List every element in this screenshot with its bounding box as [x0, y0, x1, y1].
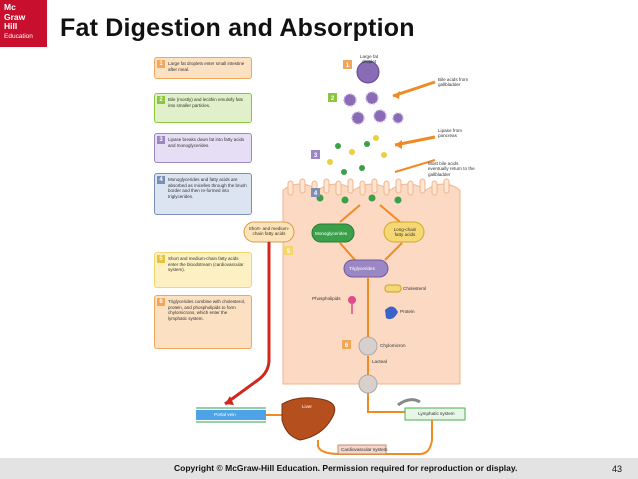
- label-liver: Liver: [302, 404, 312, 409]
- label-chylomicron: Chylomicron: [380, 343, 406, 348]
- marker-3: [311, 150, 320, 159]
- step-text: Monoglycerides and fatty acids are absor…: [168, 177, 247, 199]
- cholesterol-shape: [384, 284, 402, 293]
- step-box-5: 5 Short and medium-chain fatty acids ent…: [154, 252, 252, 288]
- label-lacteal: Lacteal: [372, 359, 387, 364]
- svg-text:6: 6: [345, 343, 349, 349]
- lacteal-sphere: [358, 374, 378, 394]
- step-text: Lipase breaks down fat into fatty acids …: [168, 137, 245, 148]
- marker-4: [311, 188, 320, 197]
- label-protein: Protein: [400, 309, 415, 314]
- step-number: 4: [157, 176, 165, 184]
- label-short-medium: Short- and medium-chain fatty acids: [248, 226, 290, 237]
- svg-text:2: 2: [331, 96, 335, 102]
- step-number: 3: [157, 136, 165, 144]
- logo-line-4: Education: [4, 32, 33, 40]
- label-cardiovascular-system: Cardiovascular system: [341, 447, 388, 452]
- label-phospholipids: Phospholipids: [312, 296, 341, 301]
- marker-5: [284, 246, 293, 255]
- step-number: 6: [157, 298, 165, 306]
- svg-text:5: 5: [287, 249, 291, 255]
- flow-arrows: [339, 204, 405, 413]
- page-number: 43: [612, 464, 623, 474]
- marker-6: [342, 340, 351, 349]
- label-most-bile-acids: Most bile acids eventually return to the…: [428, 161, 475, 177]
- long-chain-pill: [383, 221, 425, 243]
- triglycerides-pill: [343, 259, 389, 278]
- step-box-1: 1 Large fat droplets enter small intesti…: [154, 57, 252, 79]
- protein-shape: [385, 306, 398, 320]
- label-cholesterol: Cholesterol: [403, 286, 427, 291]
- portal-vein-bar: [196, 410, 266, 420]
- label-triglycerides: Triglycerides: [349, 266, 375, 271]
- label-lipase: Lipase from pancreas: [438, 128, 463, 139]
- label-large-fat-droplet: Large fat droplet: [359, 54, 379, 65]
- monoglycerides-pill: [311, 223, 355, 243]
- step-number: 2: [157, 96, 165, 104]
- brush-border: [287, 178, 450, 196]
- fat-digestion-diagram: 1 2 3 4 5 6: [196, 60, 466, 455]
- logo-line-2: Graw: [4, 11, 26, 22]
- mcgraw-hill-logo: Mc Graw Hill Education: [0, 0, 47, 47]
- marker-1: [343, 60, 352, 69]
- svg-text:4: 4: [314, 191, 318, 197]
- step-box-4: 4 Monoglycerides and fatty acids are abs…: [154, 173, 252, 215]
- step-number: 1: [157, 60, 165, 68]
- blood-pathway: [224, 242, 271, 406]
- bile-arrow: [392, 80, 436, 98]
- logo-line-1: Mc: [4, 2, 16, 12]
- label-long-chain: Long-chain fatty acids: [393, 227, 417, 238]
- svg-text:1: 1: [346, 63, 350, 69]
- step-number: 5: [157, 255, 165, 263]
- lymphatic-bar: [404, 407, 466, 421]
- step-box-6: 6 Triglycerides combine with cholesterol…: [154, 295, 252, 349]
- step-text: Large fat droplets enter small intestine…: [168, 61, 245, 72]
- label-monoglycerides: Monoglycerides: [315, 231, 348, 236]
- emulsified-droplets: [343, 91, 404, 125]
- bile-return-arrow: [394, 159, 436, 173]
- phospholipid-shape: [348, 296, 356, 304]
- footer-bar: [0, 458, 638, 479]
- chylomicron-sphere: [358, 336, 378, 356]
- copyright-notice: Copyright © McGraw-Hill Education. Permi…: [174, 463, 518, 473]
- svg-text:3: 3: [314, 153, 318, 159]
- step-text: Bile (mostly) and lecithin emulsify fats…: [168, 97, 244, 108]
- step-text: Short and medium-chain fatty acids enter…: [168, 256, 244, 273]
- label-lymphatic-system: Lymphatic system: [418, 411, 455, 416]
- label-bile-acids: Bile acids from gallbladder: [438, 77, 469, 88]
- step-box-3: 3 Lipase breaks down fat into fatty acid…: [154, 133, 252, 163]
- step-box-2: 2 Bile (mostly) and lecithin emulsify fa…: [154, 93, 252, 123]
- large-fat-droplet: [356, 60, 380, 84]
- liver-shape: [281, 397, 336, 441]
- step-text: Triglycerides combine with cholesterol, …: [168, 299, 246, 321]
- logo-line-3: Hill: [4, 21, 18, 31]
- slide-title: Fat Digestion and Absorption: [60, 14, 415, 42]
- cardiovascular-bar: [337, 444, 387, 455]
- marker-2: [328, 93, 337, 102]
- label-portal-vein: Portal vein: [214, 412, 236, 417]
- lymph-vessel: [397, 398, 421, 407]
